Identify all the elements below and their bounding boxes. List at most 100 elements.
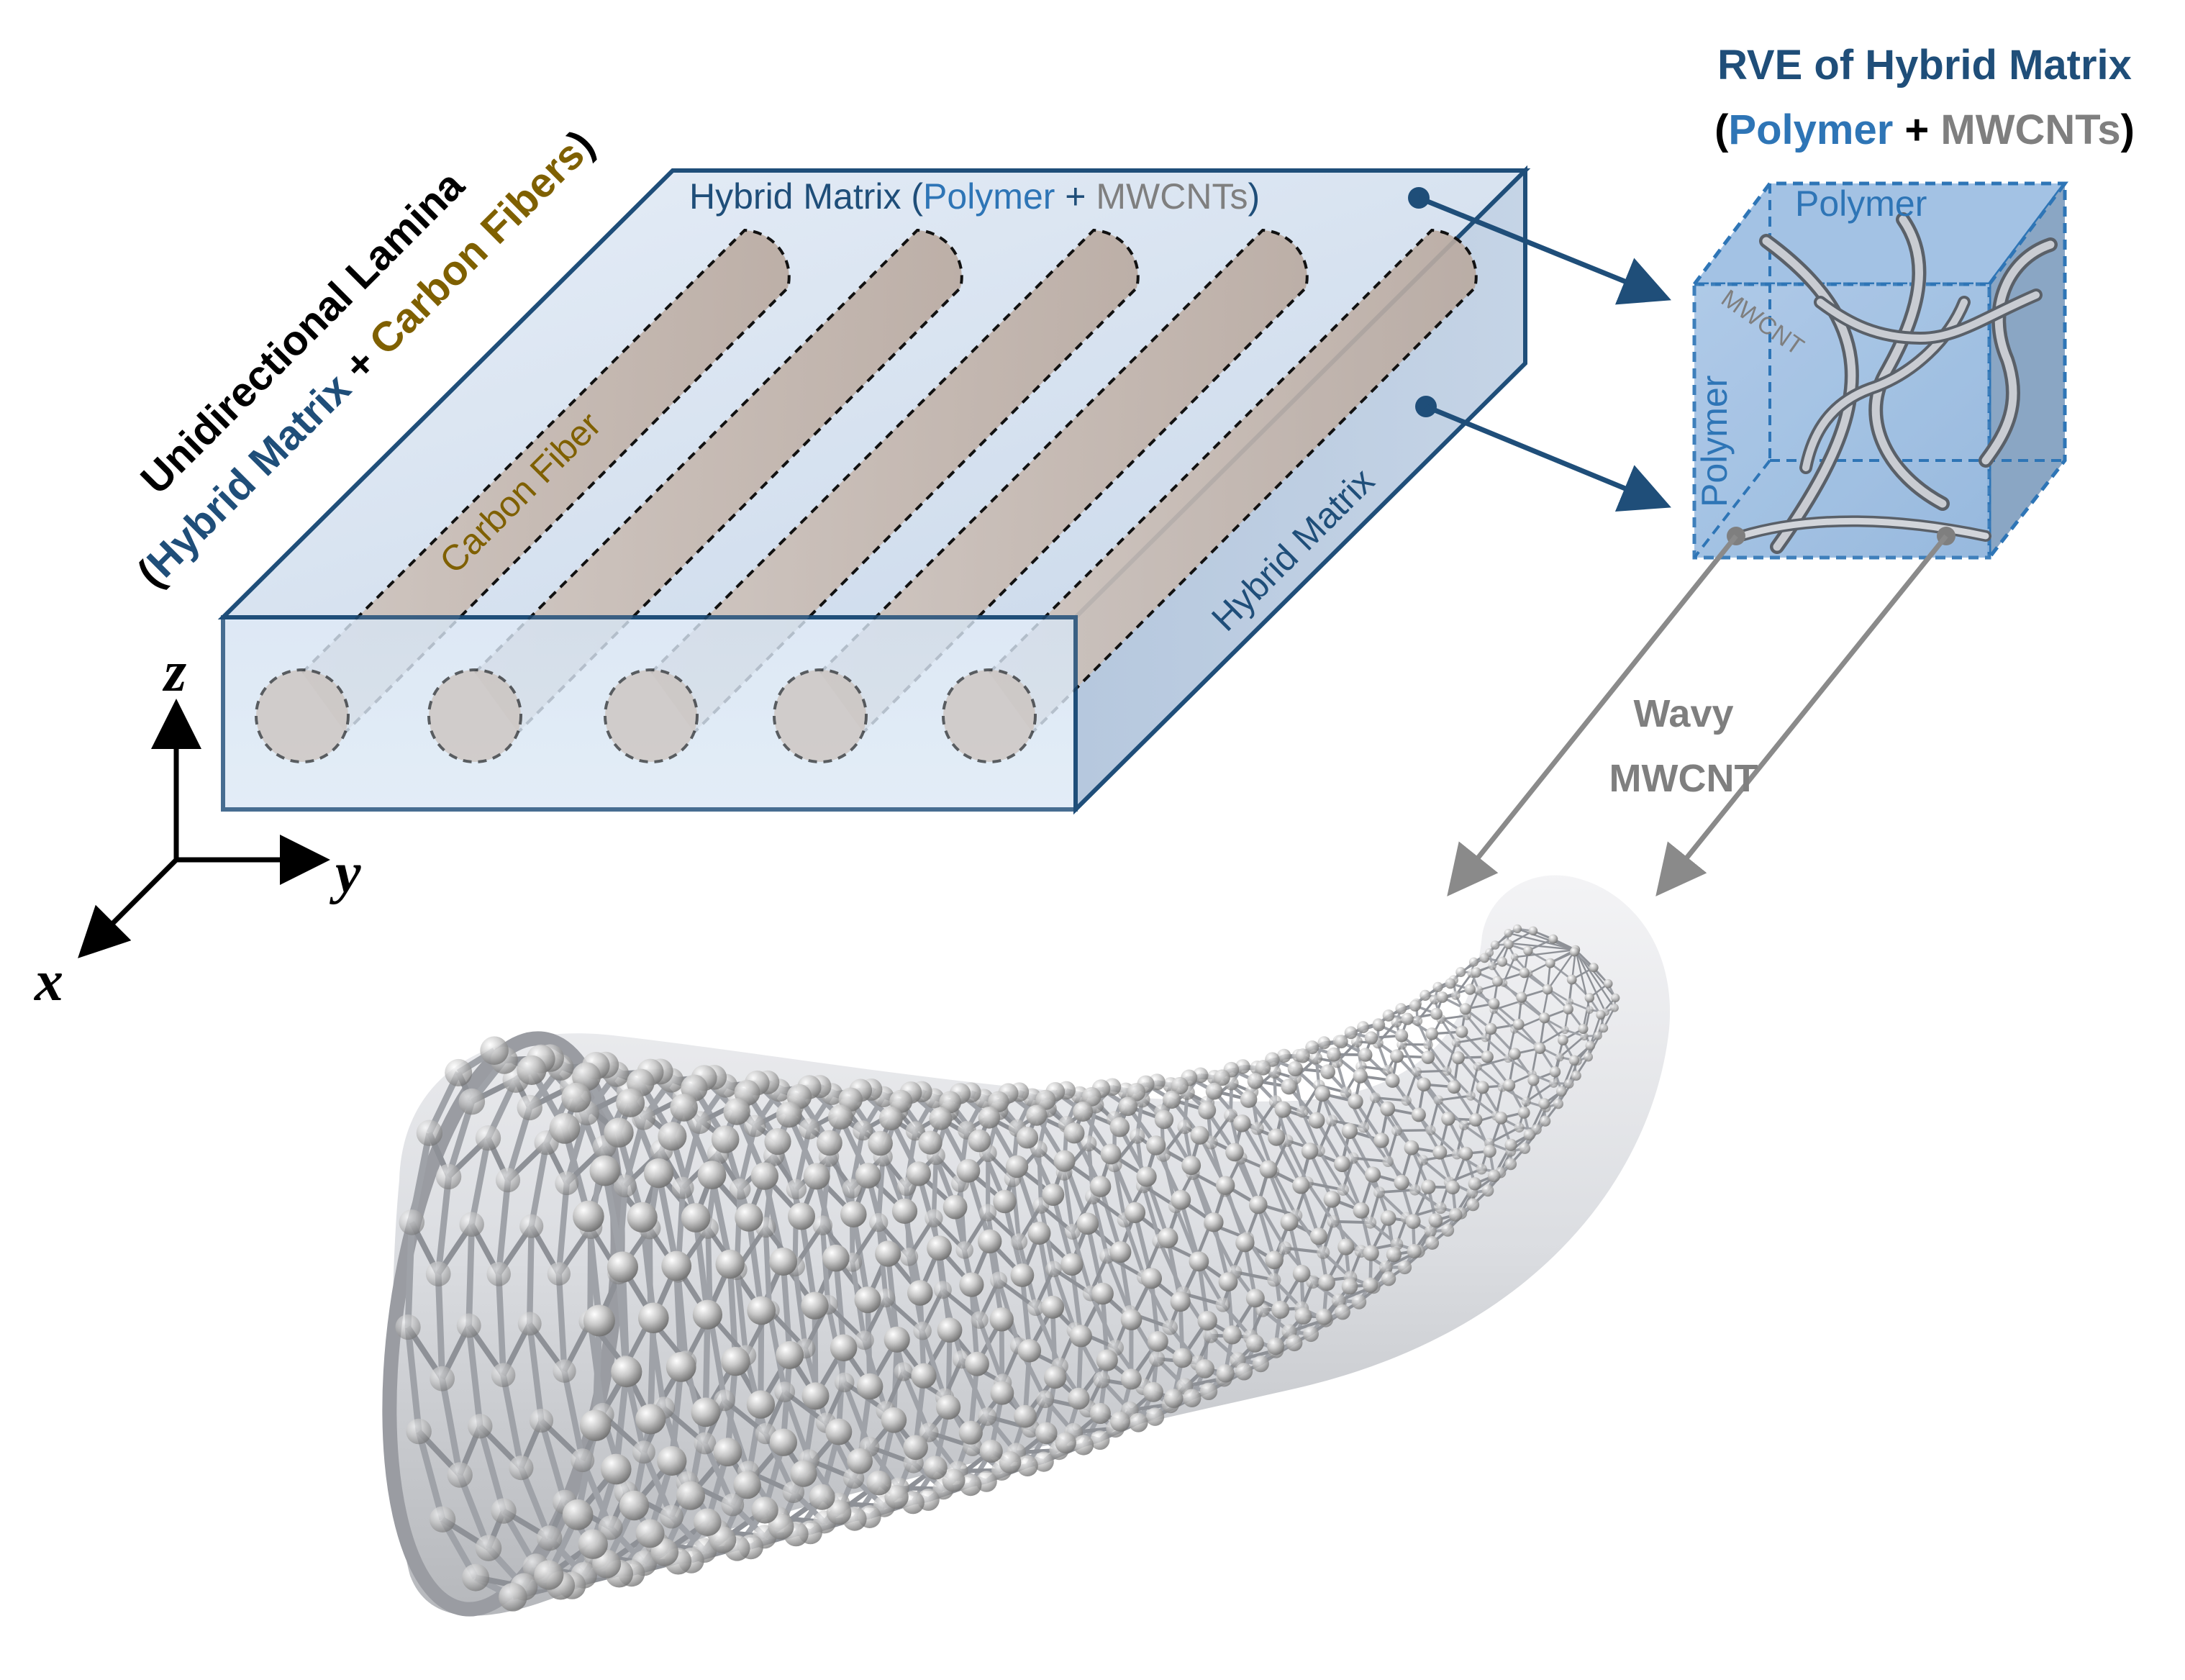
carbon-atom [1417,1077,1431,1092]
nanotube-bond [1466,1014,1486,1039]
carbon-atom [1394,1174,1409,1191]
carbon-atom [1611,993,1620,1002]
carbon-atom [1563,1004,1573,1014]
nanotube-bond [1019,1275,1032,1351]
carbon-atom [456,1313,481,1338]
carbon-atom [1435,1202,1447,1214]
nanotube-bond [1033,1307,1062,1367]
carbon-atom [735,1203,763,1232]
carbon-atom [1358,1048,1373,1062]
carbon-atom [1127,1083,1146,1102]
carbon-atom [1172,1348,1193,1368]
carbon-atom [1326,1114,1338,1127]
carbon-atom [978,1407,997,1426]
carbon-atom [1380,1210,1396,1226]
carbon-atom [764,1128,791,1155]
carbon-atom [1247,1073,1264,1089]
carbon-atom [853,1120,873,1141]
nanotube-bond [538,1420,568,1503]
carbon-atom [1301,1143,1319,1160]
carbon-atom [1109,1241,1132,1263]
carbon-atom [979,1440,1003,1463]
carbon-atom [913,1321,932,1340]
carbon-atom [635,1519,665,1548]
carbon-atom [1215,1297,1230,1312]
carbon-atom [1091,1282,1114,1305]
carbon-atom [869,1212,889,1232]
carbon-atom [799,1118,820,1140]
nanotube-bond [1010,1178,1022,1243]
nanotube-bond [1378,1191,1408,1220]
carbon-atom [1490,940,1500,950]
nanotube-bond [819,1156,832,1226]
carbon-atom [1441,1112,1455,1126]
carbon-atom [733,1471,761,1499]
carbon-atom [965,1351,989,1376]
nanotube-bond [1037,1148,1043,1206]
carbon-atom [399,1209,425,1235]
carbon-atom [1432,981,1443,992]
nanotube-bond [1348,1130,1375,1176]
carbon-atom [1580,1032,1589,1041]
carbon-atom [978,1107,1001,1129]
nanotube-bond [1489,1126,1520,1145]
carbon-atom [1110,1411,1130,1432]
nanotube-bond [1378,1188,1415,1194]
nanotube-bond [745,1217,765,1312]
carbon-atom [786,1179,807,1200]
carbon-atom [1458,1120,1469,1130]
nanotube-bond [1105,1255,1132,1314]
carbon-atom [1433,1095,1444,1105]
carbon-atom [537,1525,563,1551]
carbon-atom [671,1176,694,1199]
carbon-atom [1195,1359,1214,1379]
nanotube-bond [1301,1111,1321,1152]
carbon-atom [1259,1160,1278,1179]
carbon-atom [1407,1243,1422,1259]
carbon-atom [1548,1079,1558,1088]
carbon-atom [1318,1273,1335,1291]
nanotube-bond [404,1222,415,1327]
rve-polymer-side-label: Polymer [1694,376,1735,507]
nanotube-bond [1223,1189,1249,1240]
carbon-atom [999,1451,1022,1474]
carbon-atom [1468,1177,1481,1191]
carbon-atom [1364,1216,1377,1229]
carbon-atom [491,1498,517,1524]
carbon-atom [495,1168,521,1193]
nanotube-bond [1561,1060,1576,1092]
nanotube-bond [415,1430,446,1520]
carbon-atom [562,1499,594,1530]
carbon-atom [1303,1326,1319,1343]
carbon-atom [1504,1138,1517,1151]
carbon-atom [939,1091,962,1114]
carbon-atom [1373,1186,1386,1199]
carbon-atom [1545,958,1555,968]
carbon-atom [1555,1053,1564,1062]
carbon-atom [1252,1356,1269,1373]
carbon-atom [1163,1389,1184,1408]
carbon-atom [856,1373,883,1400]
carbon-atom [854,1286,881,1314]
carbon-atom [519,1214,544,1238]
carbon-atom [1163,1090,1181,1109]
carbon-atom [1509,1048,1521,1060]
nanotube-bond [495,1179,512,1275]
carbon-atom [750,1162,779,1190]
carbon-atom [691,1397,721,1427]
carbon-atom [491,1363,516,1387]
nanotube-bond [1507,1057,1533,1076]
carbon-atom [1372,1018,1386,1032]
carbon-atom [1335,1304,1350,1320]
carbon-atom [1055,1432,1076,1454]
carbon-atom [517,1055,547,1085]
carbon-atom [978,1229,1002,1254]
carbon-atom [1130,1128,1145,1144]
carbon-atom [1596,1009,1606,1020]
carbon-atom [847,1448,873,1474]
wavy-mwcnt-label: Wavy MWCNT [1609,692,1758,800]
svg-text:MWCNT: MWCNT [1609,757,1758,800]
carbon-atom [627,1202,658,1232]
nanotube-bond [1448,1168,1482,1184]
